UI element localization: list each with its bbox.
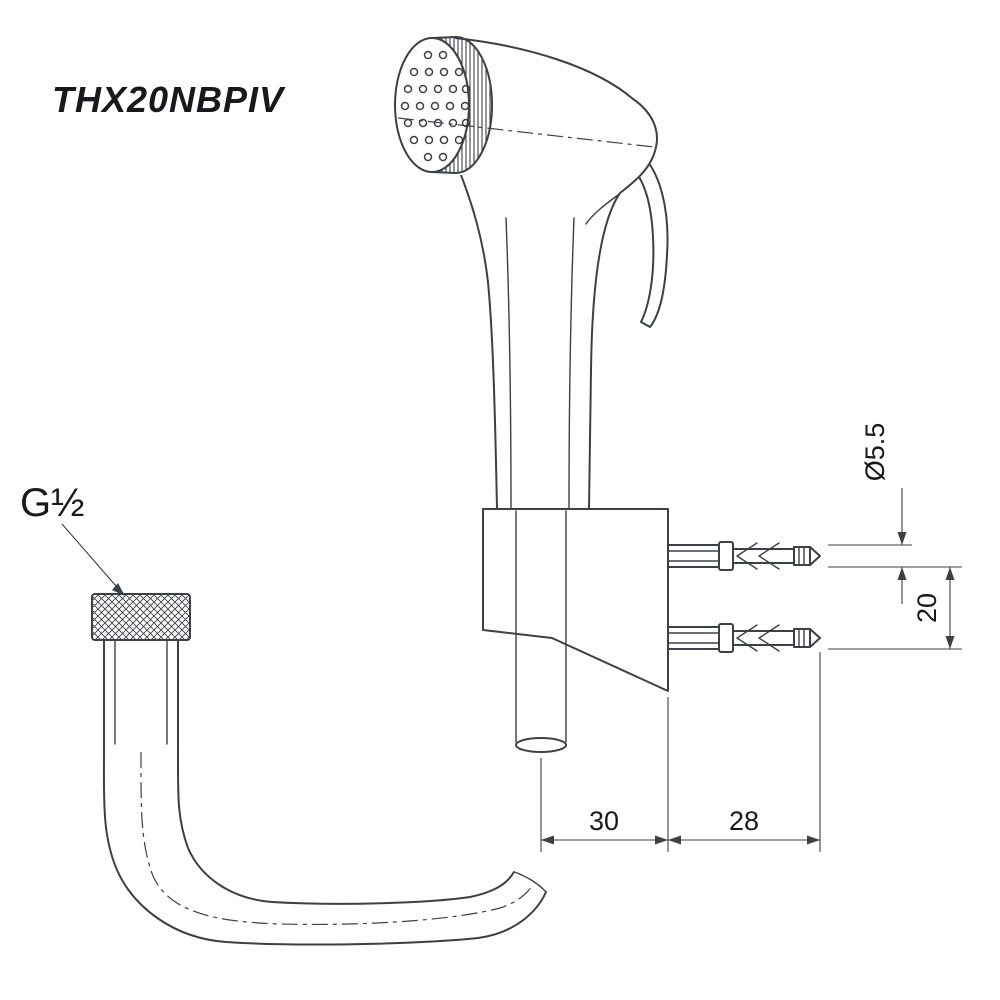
- nozzle-dots: [400, 50, 471, 162]
- product-title: THX20NBPIV: [52, 79, 286, 120]
- hose: [102, 747, 547, 946]
- sprayer-body: [454, 37, 658, 510]
- dimension-bottom: 30 28: [540, 652, 821, 852]
- dim-anchor-length-text: 28: [729, 806, 759, 836]
- supply-tube: [515, 510, 567, 743]
- dimension-anchor-diameter: Ø5.5: [828, 423, 962, 604]
- dimension-anchor-spacing: 20: [828, 567, 962, 650]
- hose-connector-tube: [103, 639, 179, 749]
- thread-leader-arrow: [112, 583, 125, 596]
- trigger-lever: [627, 151, 669, 328]
- wall-anchor-top: [667, 541, 821, 571]
- dim-bracket-offset-text: 30: [589, 806, 619, 836]
- thread-size-label: G½: [20, 481, 84, 525]
- supply-tube-end: [515, 737, 567, 753]
- head-centerline: [397, 117, 655, 148]
- wall-anchor-bottom: [667, 623, 821, 653]
- dim-anchor-spacing-text: 20: [912, 593, 942, 623]
- mount-bracket: [482, 508, 669, 692]
- handle-contour-lines: [505, 194, 619, 510]
- hose-nut: [91, 593, 191, 641]
- hose-centerline: [140, 751, 533, 926]
- thread-leader-line: [61, 523, 117, 587]
- hose-connector-inner: [114, 640, 168, 745]
- dim-anchor-diameter-text: Ø5.5: [860, 423, 890, 482]
